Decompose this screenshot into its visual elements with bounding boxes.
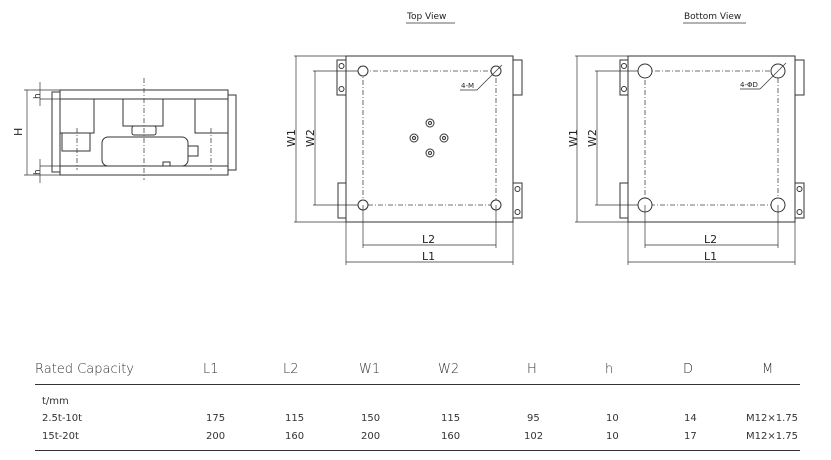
unit-label: t/mm (42, 396, 69, 407)
label-L2: L2 (704, 233, 717, 246)
cell-D: 17 (684, 431, 697, 442)
hole-pattern (644, 70, 779, 206)
mount-hole (637, 63, 653, 79)
header-rule (35, 384, 800, 385)
bracket (619, 182, 629, 219)
bracket-hole (514, 186, 521, 192)
header-W2: W2 (438, 362, 460, 377)
side-left-block (59, 98, 95, 134)
cell-D: 14 (684, 413, 697, 424)
label-L1: L1 (704, 250, 717, 263)
cell-L2: 115 (285, 413, 305, 424)
bracket-hole (338, 63, 345, 69)
cell-W2: 115 (441, 413, 461, 424)
cell-H: 102 (524, 431, 544, 442)
bracket-hole (796, 186, 803, 192)
load-cell-body (101, 136, 189, 167)
top-view-title: Top View (406, 12, 446, 22)
cell-h: 10 (606, 413, 619, 424)
cell-M: M12×1.75 (746, 431, 798, 442)
bracket (794, 59, 805, 96)
bracket (794, 182, 805, 219)
cell-M: M12×1.75 (746, 413, 798, 424)
label-L2: L2 (422, 233, 435, 246)
center-holes (409, 118, 449, 158)
label-L1: L1 (422, 250, 435, 263)
label-h-top: h (33, 93, 43, 99)
top-view: Top View 4-M (285, 12, 523, 265)
side-center-block (122, 98, 164, 127)
label-h-bottom: h (33, 169, 43, 175)
label-W1: W1 (285, 129, 298, 147)
header-h: h (605, 362, 614, 377)
cell-h: 10 (606, 431, 619, 442)
mount-hole (357, 65, 369, 77)
side-view: H h h (12, 78, 237, 183)
label-4-phiD: 4-ΦD (740, 81, 758, 89)
cell-W1: 150 (361, 413, 381, 424)
bottom-view: Bottom View 4-ΦD W1 W2 L2 L1 (567, 12, 805, 265)
bracket-hole (796, 209, 803, 215)
header-L1: L1 (203, 362, 219, 377)
bracket (512, 59, 523, 96)
label-W2: W2 (586, 129, 599, 147)
bracket-hole (338, 86, 345, 92)
bracket-hole (514, 209, 521, 215)
bracket-hole (621, 63, 627, 69)
cell-L1: 175 (206, 413, 226, 424)
cell-capacity: 2.5t-10t (42, 413, 83, 424)
cell-W2: 160 (441, 431, 461, 442)
header-H: H (527, 362, 537, 377)
bottom-plate (627, 55, 796, 223)
footer-rule (35, 450, 800, 451)
leader (476, 64, 503, 91)
header-W1: W1 (359, 362, 381, 377)
header-L2: L2 (283, 362, 299, 377)
cable-gland (187, 145, 199, 157)
side-left-nut (61, 132, 91, 152)
label-H: H (12, 128, 25, 136)
cell-L1: 200 (206, 431, 226, 442)
label-W2: W2 (304, 129, 317, 147)
side-left-bracket (51, 91, 61, 173)
cell-W1: 200 (361, 431, 381, 442)
hole-pattern (362, 70, 497, 206)
cell-L2: 160 (285, 431, 305, 442)
header-rated-capacity: Rated Capacity (35, 362, 135, 377)
header-D: D (683, 362, 694, 377)
bottom-view-title: Bottom View (684, 12, 741, 22)
top-plate (345, 55, 514, 223)
load-cell-label (162, 161, 171, 167)
leader (759, 62, 787, 90)
cell-capacity: 15t-20t (42, 431, 79, 442)
label-W1: W1 (567, 129, 580, 147)
bracket (337, 182, 347, 219)
label-4-M: 4-M (461, 82, 474, 90)
bracket-hole (621, 86, 627, 92)
side-right-block (194, 98, 229, 134)
cell-H: 95 (527, 413, 540, 424)
header-M: M (762, 362, 774, 377)
bracket (512, 182, 523, 219)
side-right-bracket (227, 94, 237, 171)
bracket (336, 59, 347, 96)
